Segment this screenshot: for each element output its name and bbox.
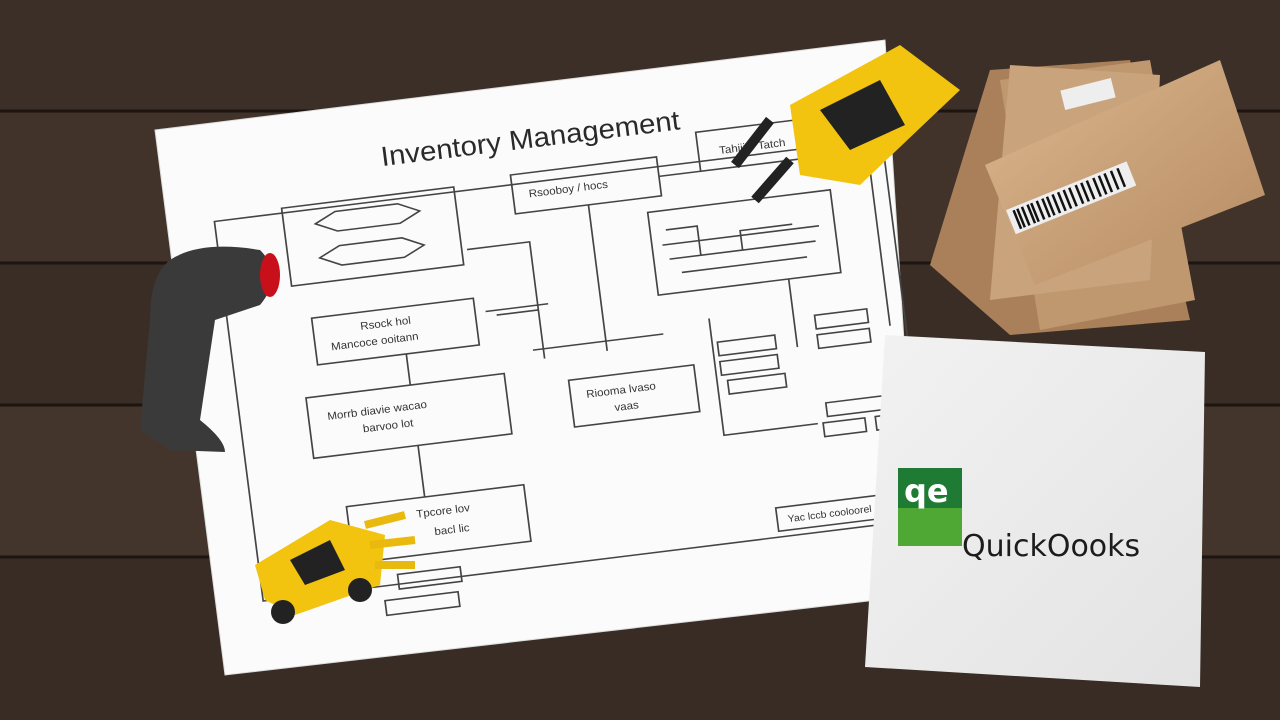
logo-card: qe QuickOooks: [865, 335, 1205, 687]
barcode-label: [1005, 161, 1137, 235]
svg-text:bacl lic: bacl lic: [434, 522, 471, 538]
cardboard-boxes: [930, 60, 1265, 335]
barcode-scanner: [140, 246, 280, 452]
logo-mark: qe: [898, 468, 962, 546]
diagram-box: [280, 186, 465, 287]
inventory-diagram-paper: Inventory Management Rsock hol Mancoce o…: [154, 39, 952, 676]
svg-text:qe: qe: [904, 472, 949, 510]
toy-forklift-bottom: [255, 511, 416, 624]
brand-name: QuickOooks: [962, 529, 1140, 564]
toy-forklift-top: [731, 45, 960, 204]
svg-text:vaas: vaas: [614, 400, 640, 415]
